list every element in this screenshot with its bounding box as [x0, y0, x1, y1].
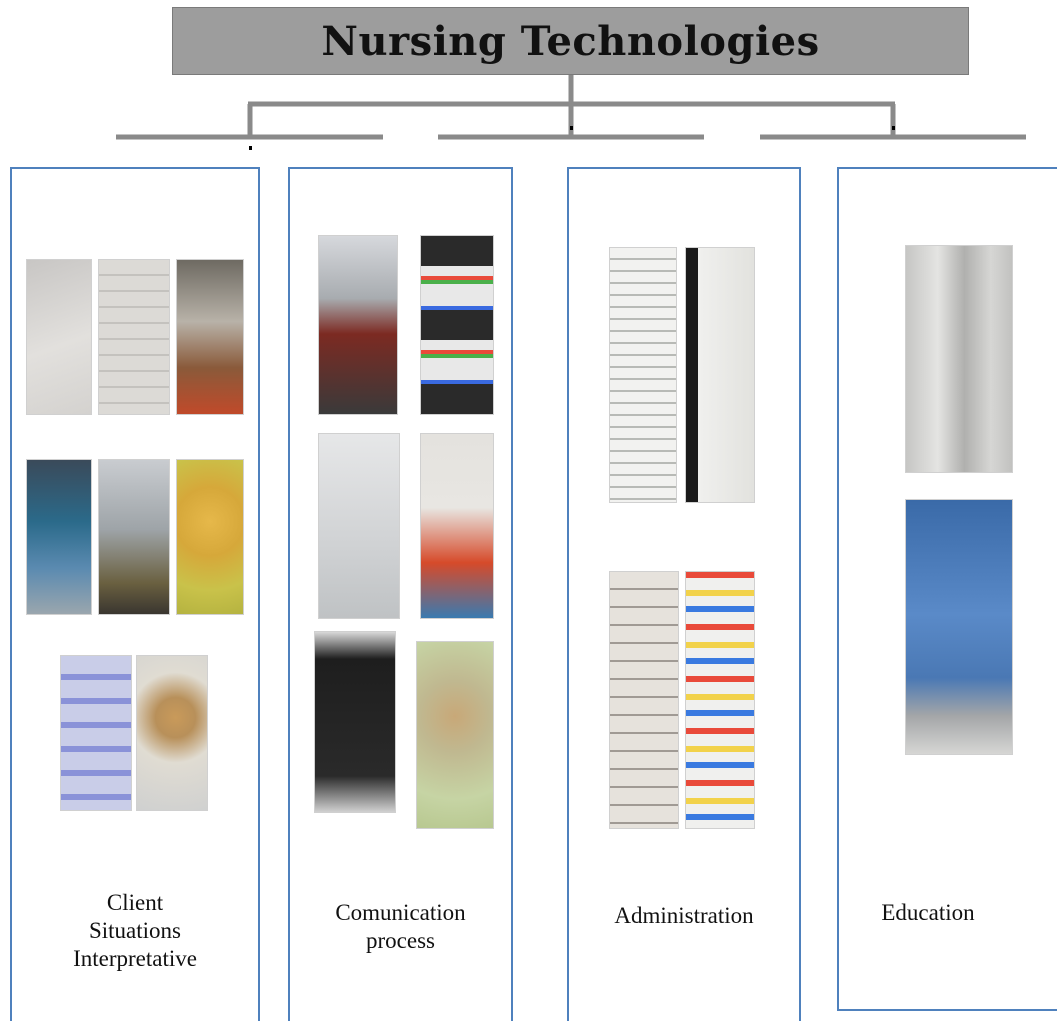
diagram-title-box: Nursing Technologies [172, 7, 969, 75]
photo-thumbnail [60, 655, 132, 811]
photo-thumbnail [905, 499, 1013, 755]
photo-thumbnail [26, 259, 92, 415]
column-label: Comunication process [335, 900, 466, 953]
mark-dot [570, 126, 573, 130]
photo-thumbnail [416, 641, 494, 829]
column-education: Education [837, 167, 1057, 1011]
photo-thumbnail [318, 235, 398, 415]
photo-thumbnail [905, 245, 1013, 473]
column-communication-process: Comunication process [288, 167, 513, 1021]
photo-thumbnail [420, 433, 494, 619]
photo-thumbnail [176, 459, 244, 615]
diagram-title: Nursing Technologies [321, 17, 820, 65]
photo-thumbnail [98, 459, 170, 615]
photo-thumbnail [609, 571, 679, 829]
photo-thumbnail [314, 631, 396, 813]
column-label: Education [881, 900, 975, 925]
photo-thumbnail [685, 571, 755, 829]
column-label: Client Situations Interpretative [73, 890, 197, 971]
photo-thumbnail [318, 433, 400, 619]
photo-thumbnail [420, 235, 494, 415]
column-client-situations: Client Situations Interpretative [10, 167, 260, 1021]
photo-thumbnail [26, 459, 92, 615]
column-label: Administration [614, 903, 754, 928]
mark-dot [249, 146, 252, 150]
column-administration: Administration [567, 167, 801, 1021]
photo-thumbnail [176, 259, 244, 415]
photo-thumbnail [136, 655, 208, 811]
connector-lines [116, 75, 1026, 150]
photo-thumbnail [609, 247, 677, 503]
mark-dot [892, 126, 895, 130]
photo-thumbnail [685, 247, 755, 503]
photo-thumbnail [98, 259, 170, 415]
